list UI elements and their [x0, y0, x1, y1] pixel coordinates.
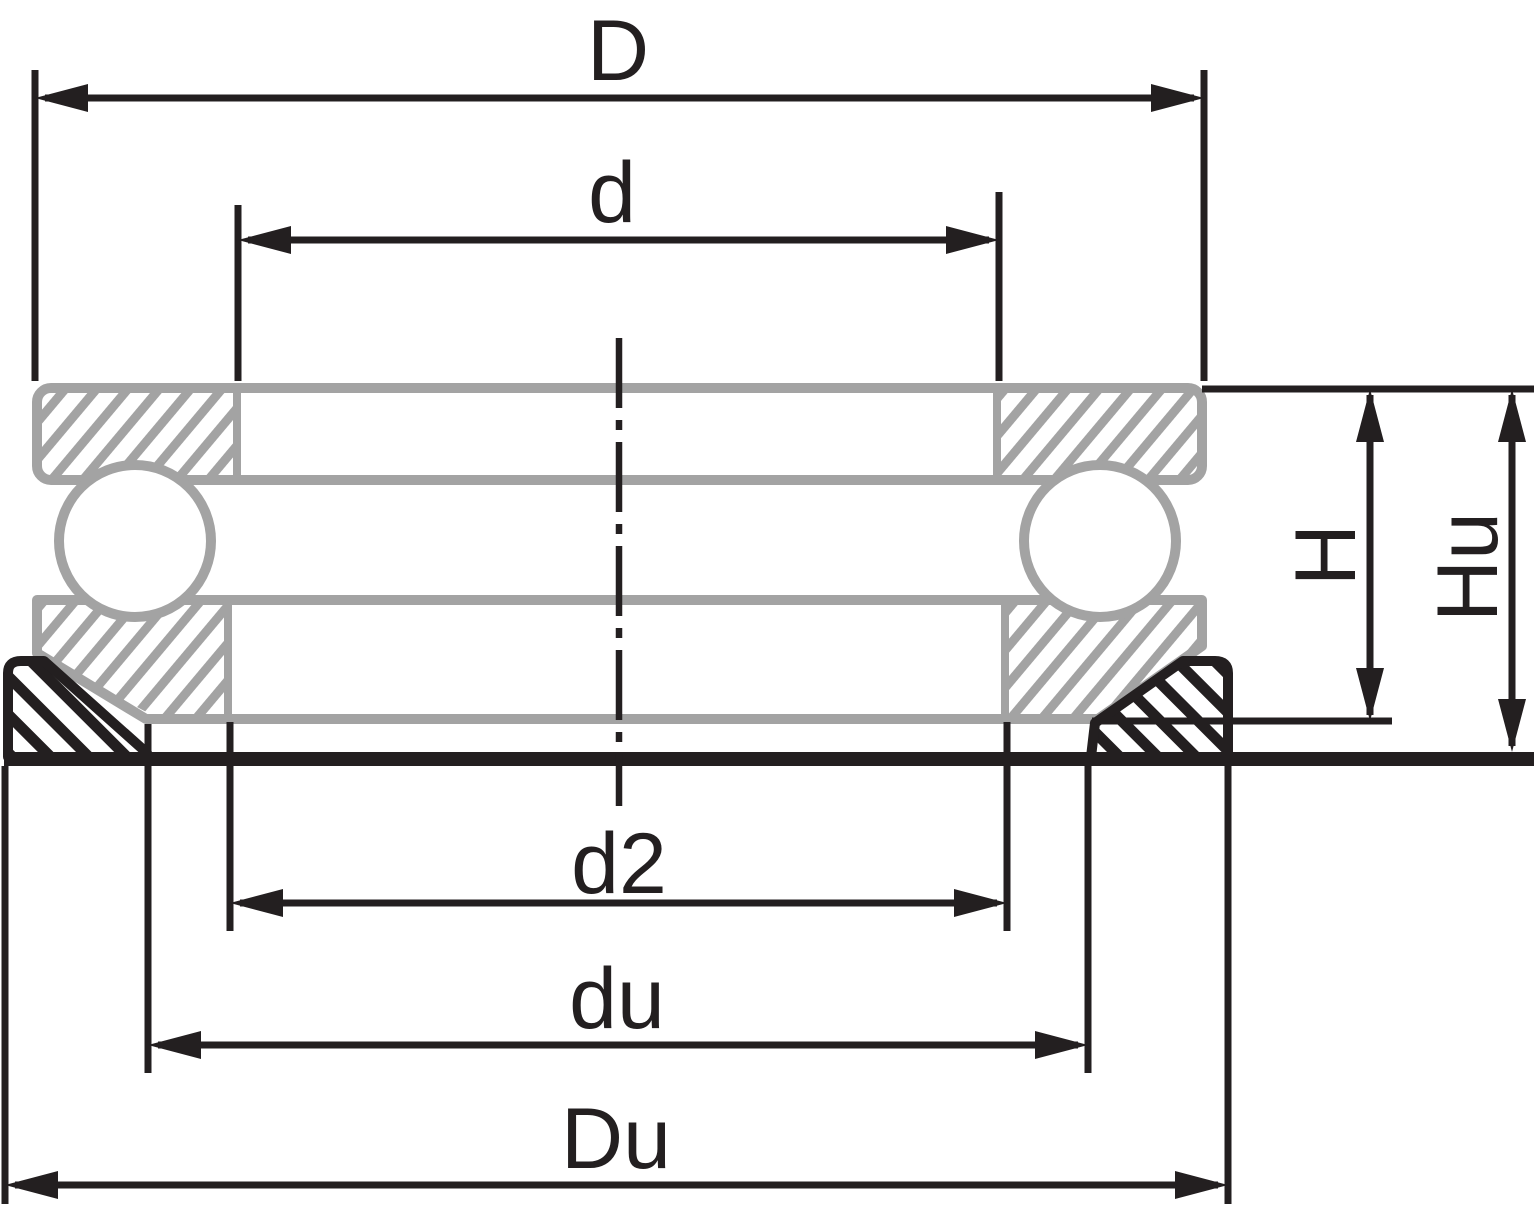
seating-washer-left-outline [3, 656, 152, 762]
shaft-washer [32, 383, 1207, 485]
seating-washer-right-outline [1086, 656, 1233, 762]
seating-washer-left-hatch [8, 661, 147, 757]
housing-washer-hatch-right [1005, 605, 1197, 714]
seating-washer [3, 656, 1534, 766]
arrowhead-du-right [1035, 1031, 1088, 1059]
bearing-section [3, 338, 1534, 806]
arrowhead-du-left [148, 1031, 201, 1059]
dim-label-Du: Du [561, 1091, 671, 1187]
dimension-H: H [1092, 385, 1534, 725]
dimension-D: D [31, 3, 1208, 381]
arrowhead-d2-right [954, 889, 1007, 917]
arrowhead-Hu-top [1498, 389, 1526, 442]
arrowhead-D-right [1151, 84, 1204, 112]
dim-label-H: H [1278, 524, 1374, 586]
arrowhead-H-top [1356, 389, 1384, 442]
arrowhead-d2-left [230, 889, 283, 917]
ball-right [1019, 460, 1181, 622]
seating-washer-base [4, 752, 1534, 766]
dim-label-D: D [587, 3, 649, 99]
dimension-du: du [144, 724, 1092, 1073]
dim-label-Hu: Hu [1420, 512, 1516, 622]
dim-label-d: d [588, 145, 636, 241]
housing-washer-hatch-left [42, 605, 228, 714]
arrowhead-d-left [238, 226, 291, 254]
dimension-d: d [234, 145, 1003, 381]
arrowhead-Du-right [1175, 1171, 1228, 1199]
dimension-Hu: Hu [1420, 389, 1526, 752]
ball-left [54, 460, 216, 622]
arrowhead-Hu-bottom [1498, 699, 1526, 752]
dim-label-du: du [569, 951, 665, 1047]
arrowhead-Du-left [5, 1171, 58, 1199]
dim-label-d2: d2 [571, 816, 667, 912]
arrowhead-D-left [35, 84, 88, 112]
dimension-d2: d2 [226, 722, 1011, 931]
arrowhead-d-right [946, 226, 999, 254]
arrowhead-H-bottom [1356, 668, 1384, 721]
dimension-Du: Du [1, 766, 1232, 1204]
seating-washer-right-hatch [1091, 661, 1228, 757]
